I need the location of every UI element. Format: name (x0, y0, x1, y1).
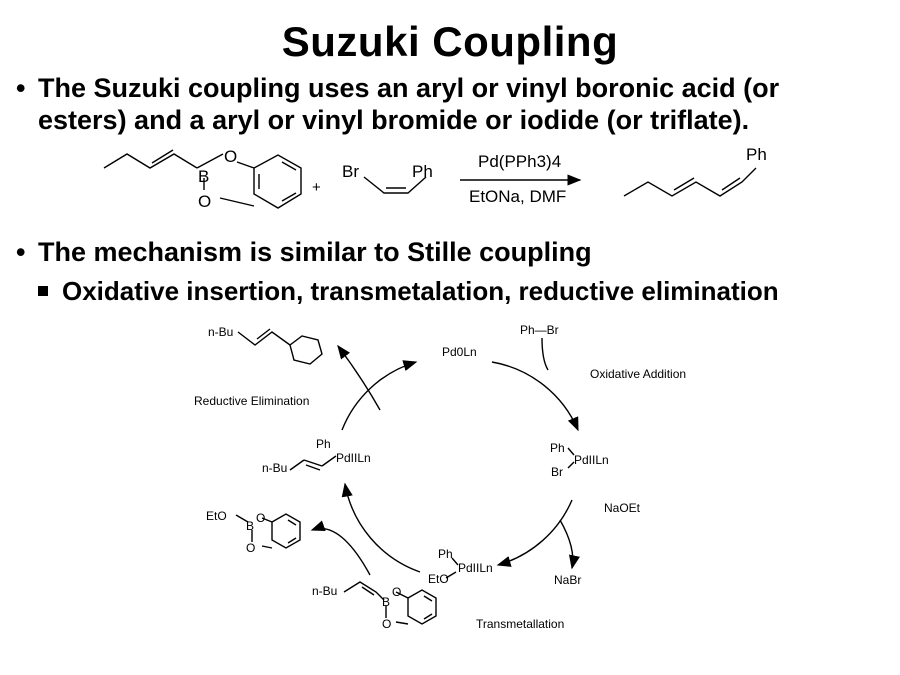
right-complex-br: Br (551, 465, 563, 479)
left-complex-pd: PdIILn (336, 451, 371, 465)
diene-product-structure (623, 167, 757, 197)
cycle-arrow-naoet (496, 499, 573, 567)
bullet-line: The Suzuki coupling uses an aryl or viny… (38, 73, 780, 103)
vinyl-boronate-structure (103, 149, 302, 209)
eto-boronate-o2: O (246, 541, 255, 555)
bullet-boronic-acid: • The Suzuki coupling uses an aryl or vi… (16, 72, 780, 136)
right-complex-pd: PdIILn (574, 453, 609, 467)
cycle-arrow-transmetal (341, 482, 421, 573)
phbr-in-arrow (541, 337, 549, 371)
reaction-labels: B O O + Br Ph Pd(PPh3)4 EtONa, DMF Ph (198, 145, 767, 211)
vinyl-boronate-nbu: n-Bu (312, 584, 337, 598)
slide-title: Suzuki Coupling (281, 18, 619, 65)
vinyl-boronate-o1: O (392, 585, 401, 599)
product-nbu-label: n-Bu (208, 325, 233, 339)
plus-sign: + (312, 179, 321, 196)
bottom-complex-eto: EtO (428, 572, 449, 586)
nabr-out-arrow (559, 519, 580, 570)
right-complex-ph: Ph (550, 441, 565, 455)
reductive-elimination-label: Reductive Elimination (194, 394, 309, 408)
conditions-label: EtONa, DMF (469, 187, 566, 206)
bullet-mechanism: • The mechanism is similar to Stille cou… (16, 236, 592, 268)
product-stilbene-structure (237, 328, 323, 365)
left-complex-vinyl (289, 459, 305, 471)
eto-boronate-structure (235, 513, 301, 549)
oxidative-addition-label: Oxidative Addition (590, 367, 686, 381)
vinyl-boronate-o2: O (382, 617, 391, 631)
cycle-arrow-reductive (341, 360, 418, 431)
bullet-dot: • (16, 73, 26, 103)
cycle-arrow-oxidative (491, 361, 579, 432)
pd0-catalyst-label: Pd0Ln (442, 345, 477, 359)
eto-boronate-eto: EtO (206, 509, 227, 523)
cycle-labels: Pd0Ln Ph—Br Oxidative Addition Ph Br PdI… (194, 323, 686, 631)
reaction-scheme (103, 149, 757, 209)
phenyl-label: Ph (412, 162, 433, 181)
subbullet-steps: Oxidative insertion, transmetalation, re… (38, 276, 779, 307)
nabr-label: NaBr (554, 573, 581, 587)
eto-boronate-o1: O (256, 511, 265, 525)
bullet-line: esters) and a aryl or vinyl bromide or i… (38, 105, 750, 135)
catalytic-cycle (235, 328, 580, 625)
oxygen-label: O (224, 147, 237, 166)
boron-label: B (198, 167, 209, 186)
boronate-out-arrow (310, 520, 371, 576)
naoet-label: NaOEt (604, 501, 641, 515)
vinyl-boronate-b: B (382, 595, 390, 609)
product-phenyl-label: Ph (746, 145, 767, 164)
phbr-label: Ph—Br (520, 323, 559, 337)
catalyst-label: Pd(PPh3)4 (478, 152, 561, 171)
bullet-dot: • (16, 237, 26, 267)
bromostyrene-structure (363, 176, 427, 194)
cycle-vinyl-boronate-structure (343, 581, 437, 625)
bromine-label: Br (342, 162, 359, 181)
transmetallation-label: Transmetallation (476, 617, 564, 631)
oxygen-label: O (198, 192, 211, 211)
bottom-complex-ph: Ph (438, 547, 453, 561)
bullet-line: The mechanism is similar to Stille coupl… (38, 237, 592, 267)
left-complex-ph: Ph (316, 437, 331, 451)
square-bullet-icon (38, 286, 48, 296)
left-complex-nbu: n-Bu (262, 461, 287, 475)
bottom-complex-pd: PdIILn (458, 561, 493, 575)
subbullet-text: Oxidative insertion, transmetalation, re… (62, 276, 779, 306)
eto-boronate-b: B (246, 519, 254, 533)
product-out-arrow (337, 344, 381, 411)
